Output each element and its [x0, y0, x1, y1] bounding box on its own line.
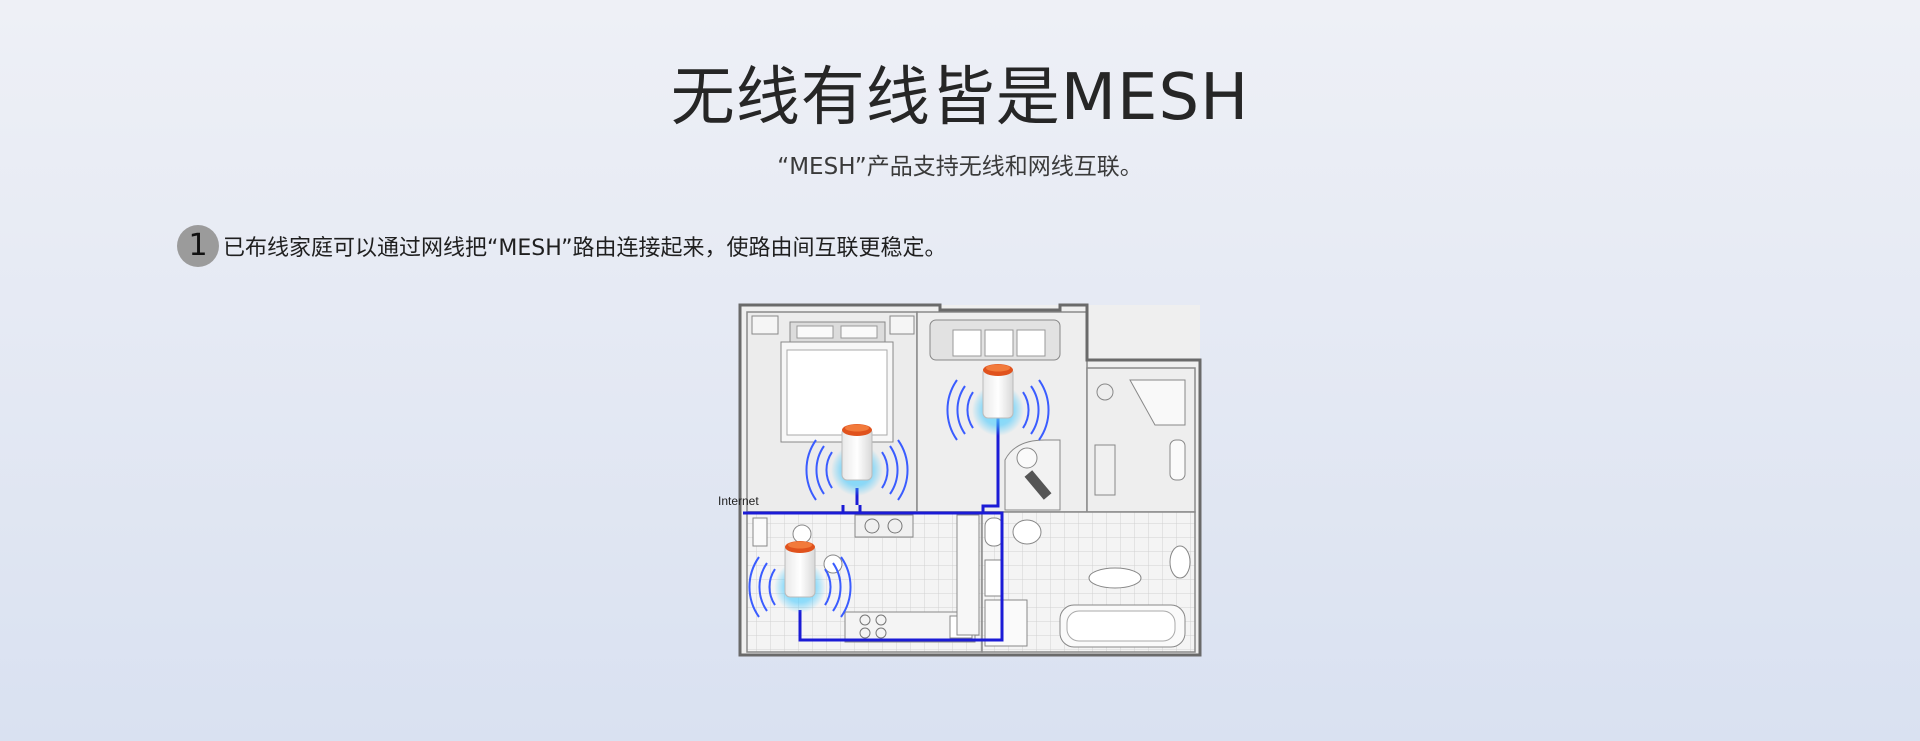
page-title: 无线有线皆是MESH — [670, 61, 1250, 135]
step-description: 已布线家庭可以通过网线把“MESH”路由连接起来，使路由间互联更稳定。 — [223, 236, 947, 261]
router-icon-kitchen — [748, 541, 852, 618]
ethernet-wire — [743, 408, 1004, 642]
floor-plan-diagram: Internet — [715, 300, 1205, 660]
step-row: 1 已布线家庭可以通过网线把“MESH”路由连接起来，使路由间互联更稳定。 — [177, 225, 947, 267]
router-icon-top-right — [946, 364, 1050, 441]
internet-label: Internet — [718, 494, 759, 508]
router-icon-bedroom — [805, 424, 909, 501]
page-subtitle: “MESH”产品支持无线和网线互联。 — [777, 154, 1143, 180]
floor-plan-icon: Internet — [718, 303, 1202, 657]
step-number-badge: 1 — [177, 225, 219, 267]
